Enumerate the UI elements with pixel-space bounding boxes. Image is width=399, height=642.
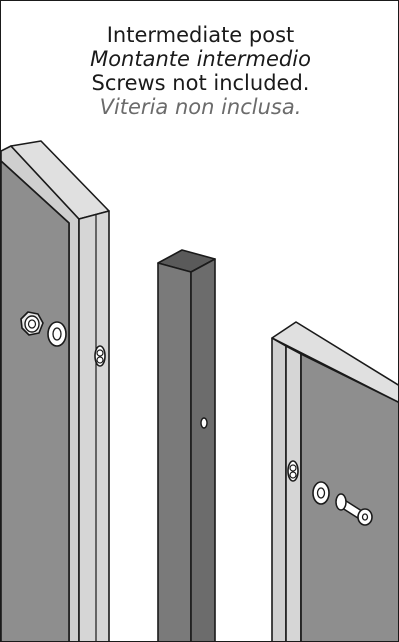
left-panel <box>1 140 110 641</box>
note-italian: Viteria non inclusa. <box>99 95 302 119</box>
title-english: Intermediate post <box>106 23 295 47</box>
post-hole <box>200 417 208 429</box>
note-english: Screws not included. <box>91 71 310 95</box>
title-italian: Montante intermedio <box>90 47 311 71</box>
right-panel <box>271 321 398 641</box>
screw <box>335 493 373 526</box>
intermediate-post <box>157 249 216 641</box>
left-slot-hole <box>94 345 106 367</box>
nut <box>20 311 44 336</box>
caption: Intermediate post Montante intermedio Sc… <box>1 23 398 119</box>
washer-right <box>312 481 330 505</box>
washer <box>47 321 67 347</box>
right-slot-hole <box>287 460 299 482</box>
